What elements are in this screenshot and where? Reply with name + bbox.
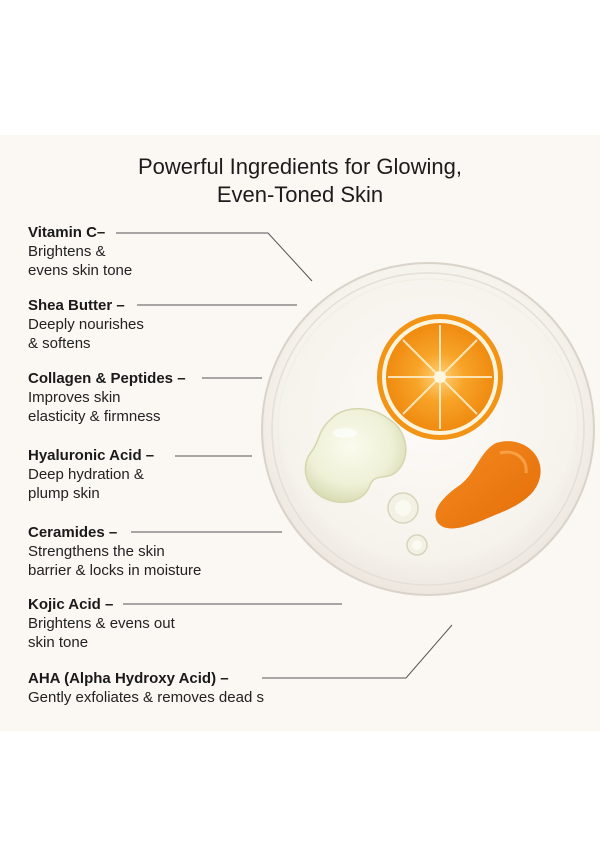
orange-slice (377, 314, 503, 440)
ingredient-hyaluronic-acid: Hyaluronic Acid – Deep hydration & plump… (28, 446, 318, 503)
ingredient-description: Brightens & evens skin tone (28, 243, 133, 279)
ingredient-dash: – (173, 370, 186, 387)
ingredient-description: Deeply nourishes & softens (28, 316, 144, 352)
title-line-1: Powerful Ingredients for Glowing, (137, 154, 463, 179)
ingredient-dash: – (216, 670, 229, 687)
ingredient-dash: – (141, 447, 155, 464)
title-line-2: Even-Toned Skin (216, 182, 384, 207)
ingredient-dash: – (104, 524, 118, 541)
ingredient-name: Kojic Acid (28, 596, 101, 613)
ingredient-description: Brightens & evens out skin tone (28, 615, 175, 651)
ingredient-name: Vitamin C (28, 224, 97, 241)
gel-droplets (387, 492, 428, 556)
ingredients-panel: Powerful Ingredients for Glowing, Even-T… (0, 135, 600, 731)
ingredient-name: Collagen & Peptides (28, 370, 174, 387)
gel-blob (304, 407, 407, 504)
ingredient-name: Hyaluronic Acid (28, 447, 142, 464)
ingredient-collagen-peptides: Collagen & Peptides – Improves skin elas… (28, 369, 318, 426)
ingredient-name: AHA (Alpha Hydroxy Acid) (28, 670, 217, 687)
ingredient-kojic-acid: Kojic Acid – Brightens & evens out skin … (28, 595, 318, 652)
orange-scrub (435, 441, 541, 529)
ingredient-vitamin-c: Vitamin C– Brightens & evens skin tone (28, 223, 318, 280)
connector-lines (116, 232, 453, 679)
ingredient-ceramides: Ceramides – Strengthens the skin barrier… (28, 523, 318, 580)
ingredient-description: Gently exfoliates & removes dead s (28, 689, 264, 706)
petri-dish-illustration (116, 232, 595, 679)
page-title: Powerful Ingredients for Glowing, Even-T… (0, 153, 600, 209)
ingredient-name: Ceramides (28, 524, 105, 541)
ingredient-shea-butter: Shea Butter – Deeply nourishes & softens (28, 296, 318, 353)
ingredient-name: Shea Butter (28, 297, 113, 314)
ingredient-description: Deep hydration & plump skin (28, 466, 144, 502)
ingredient-description: Improves skin elasticity & firmness (28, 389, 161, 425)
ingredient-dash: – (100, 596, 114, 613)
ingredient-aha: AHA (Alpha Hydroxy Acid) – Gently exfoli… (28, 669, 300, 707)
ingredient-description: Strengthens the skin barrier & locks in … (28, 543, 202, 579)
ingredient-dash: – (112, 297, 125, 314)
ingredient-dash: – (96, 224, 106, 241)
